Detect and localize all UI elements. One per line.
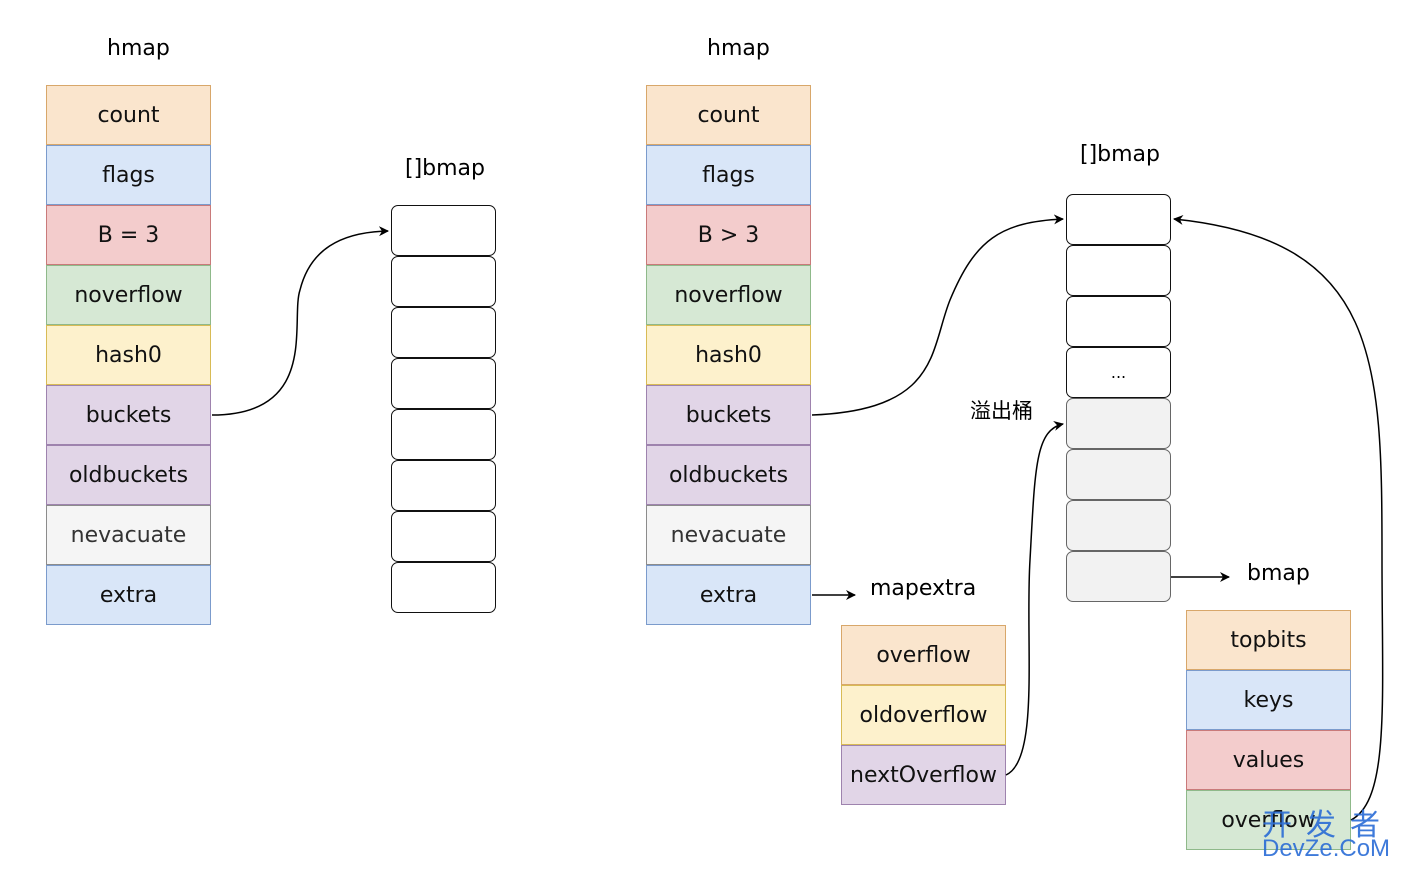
overflow-bucket-label: 溢出桶: [970, 399, 1033, 423]
left-field-buckets: buckets: [46, 385, 211, 445]
left-buckets-arrow: [211, 226, 389, 416]
left-bucket-cell: [391, 460, 496, 511]
right-field-hash0: hash0: [646, 325, 811, 385]
right-bucket-cell: [1066, 245, 1171, 296]
right-field-buckets: buckets: [646, 385, 811, 445]
bmap-field-overflow: overflow: [1186, 790, 1351, 850]
bmap-field-keys: keys: [1186, 670, 1351, 730]
bmap-overflow-arrow: [1173, 214, 1384, 821]
left-bucket-cell: [391, 307, 496, 358]
right-overflow-bucket-cell: [1066, 449, 1171, 500]
mapextra-field-nextoverflow: nextOverflow: [841, 745, 1006, 805]
left-bucket-cell: [391, 358, 496, 409]
right-buckets-arrow: [811, 214, 1064, 416]
watermark-devze: DevZe.CoM: [1262, 835, 1391, 862]
left-bucket-cell: [391, 511, 496, 562]
right-field-nevacuate: nevacuate: [646, 505, 811, 565]
watermark-chinese: 开发者: [1262, 808, 1394, 843]
left-field-flags: flags: [46, 145, 211, 205]
right-field-count: count: [646, 85, 811, 145]
mapextra-field-oldoverflow: oldoverflow: [841, 685, 1006, 745]
left-field-oldbuckets: oldbuckets: [46, 445, 211, 505]
left-bucket-cell: [391, 409, 496, 460]
right-bucket-cell: [1066, 194, 1171, 245]
left-field-extra: extra: [46, 565, 211, 625]
left-bucket-cell: [391, 205, 496, 256]
mapextra-title: mapextra: [870, 576, 977, 601]
left-field-nevacuate: nevacuate: [46, 505, 211, 565]
right-field-noverflow: noverflow: [646, 265, 811, 325]
right-overflow-bucket-cell: [1066, 500, 1171, 551]
nextoverflow-arrow: [1005, 421, 1064, 776]
right-overflow-bucket-cell: [1066, 551, 1171, 602]
left-array-title: []bmap: [405, 156, 486, 181]
right-array-title: []bmap: [1080, 142, 1161, 167]
left-field-b: B = 3: [46, 205, 211, 265]
bmap-title: bmap: [1247, 561, 1310, 586]
bmap-field-topbits: topbits: [1186, 610, 1351, 670]
right-hmap-title: hmap: [707, 36, 770, 61]
right-overflow-bucket-cell: [1066, 398, 1171, 449]
left-bucket-cell: [391, 562, 496, 613]
right-field-flags: flags: [646, 145, 811, 205]
right-bucket-cell-ellipsis: ...: [1066, 347, 1171, 398]
left-bucket-cell: [391, 256, 496, 307]
right-bucket-cell: [1066, 296, 1171, 347]
right-field-extra: extra: [646, 565, 811, 625]
bmap-field-values: values: [1186, 730, 1351, 790]
left-field-hash0: hash0: [46, 325, 211, 385]
left-hmap-title: hmap: [107, 36, 170, 61]
right-field-b: B > 3: [646, 205, 811, 265]
mapextra-field-overflow: overflow: [841, 625, 1006, 685]
right-field-oldbuckets: oldbuckets: [646, 445, 811, 505]
left-field-count: count: [46, 85, 211, 145]
left-field-noverflow: noverflow: [46, 265, 211, 325]
